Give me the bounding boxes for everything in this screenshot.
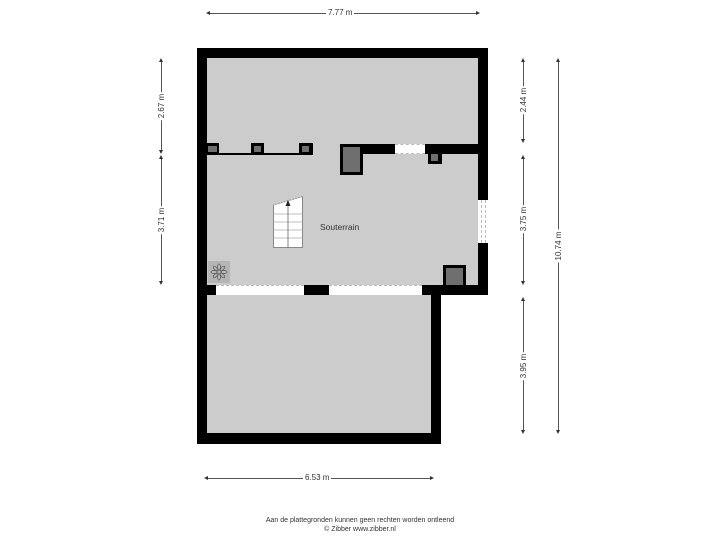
arrow-up-icon — [521, 297, 525, 301]
wall-bottom — [197, 433, 441, 444]
arrow-down-icon — [159, 150, 163, 154]
dimension-label: 2.44 m — [519, 85, 529, 115]
arrow-down-icon — [521, 430, 525, 434]
opening-line — [329, 285, 422, 286]
arrow-left-icon — [206, 11, 210, 15]
arrow-left-icon — [204, 476, 208, 480]
wall-middle-center — [304, 285, 329, 295]
arrow-up-icon — [159, 58, 163, 62]
opening-top — [395, 144, 425, 154]
dimension-label: 10.74 m — [554, 229, 564, 263]
window-line — [481, 200, 482, 243]
partition-right-a — [340, 144, 395, 154]
utility-fill — [446, 268, 463, 285]
arrow-down-icon — [556, 430, 560, 434]
arrow-down-icon — [159, 281, 163, 285]
opening-middle-1 — [216, 285, 304, 295]
opening-line — [395, 144, 425, 145]
wall-lower-right — [431, 285, 441, 444]
footer-disclaimer: Aan de plattegronden kunnen geen rechten… — [265, 517, 455, 524]
arrow-down-icon — [521, 139, 525, 143]
opening-line — [216, 285, 304, 286]
opening-line — [395, 153, 425, 154]
pillar-fill — [302, 146, 309, 152]
opening-middle-2 — [329, 285, 422, 295]
partition-right-b — [425, 144, 488, 154]
dimension-label: 7.77 m — [326, 8, 355, 18]
arrow-up-icon — [556, 58, 560, 62]
dimension-label: 3.75 m — [519, 204, 529, 234]
arrow-right-icon — [430, 476, 434, 480]
fan-icon — [208, 261, 230, 283]
window-line — [485, 200, 486, 243]
arrow-right-icon — [476, 11, 480, 15]
arrow-down-icon — [521, 281, 525, 285]
wall-right-upper — [478, 48, 488, 200]
wall-middle-right — [422, 285, 488, 295]
wall-right-lower — [478, 243, 488, 295]
pillar-fill — [254, 146, 261, 152]
chimney-fill — [343, 147, 360, 172]
dimension-label: 3.95 m — [519, 351, 529, 381]
room-label-souterrain: Souterrain — [320, 222, 360, 232]
arrow-up-icon — [521, 155, 525, 159]
pillar-fill — [431, 154, 438, 161]
wall-middle-left — [197, 285, 216, 295]
arrow-up-icon — [521, 58, 525, 62]
stairs-icon — [273, 195, 303, 248]
arrow-up-icon — [159, 155, 163, 159]
wall-top — [197, 48, 488, 58]
floor-lower — [207, 295, 431, 433]
footer-copyright: © Zibber www.zibber.nl — [324, 526, 396, 533]
pillar-fill — [208, 146, 217, 152]
wall-left — [197, 48, 207, 444]
dimension-label: 3.71 m — [157, 205, 167, 235]
dimension-label: 2.67 m — [157, 91, 167, 121]
dimension-label: 6.53 m — [303, 473, 332, 483]
window-right — [479, 200, 487, 243]
